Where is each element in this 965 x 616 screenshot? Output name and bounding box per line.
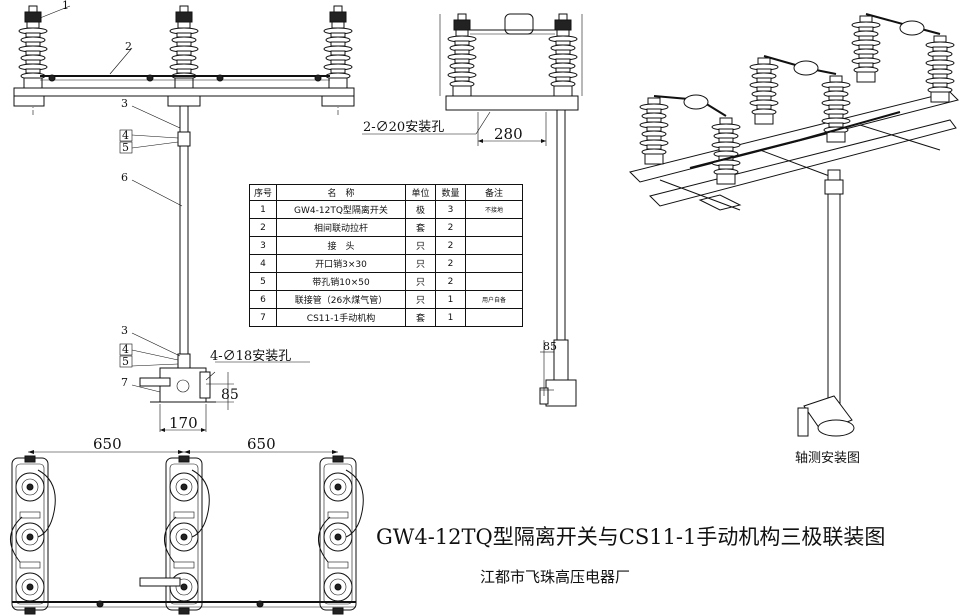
bom-cell-name: 接 头 [276,236,406,255]
dim-650-a: 650 [93,435,122,453]
bom-cell-note [465,272,523,291]
callout-4-top: 4 [122,129,129,142]
bom-cell-note [465,254,523,273]
table-row: 3 接 头 只 2 [249,236,523,255]
callout-4-bottom: 4 [122,343,129,356]
dim-85-side: 85 [543,340,557,353]
front-callouts: 1 2 3 4 5 6 3 4 5 7 [39,0,183,393]
callout-1: 1 [62,0,69,12]
bom-cell-unit: 极 [405,200,436,219]
bom-cell-qty: 2 [435,218,466,237]
table-row: 5 带孔销10×50 只 2 [249,272,523,291]
axonometric-view [629,13,959,437]
axonometric-label: 轴测安装图 [795,451,861,466]
bom-cell-unit: 套 [405,308,436,327]
plan-view: 650 650 [9,435,364,615]
bom-header-name: 名 称 [276,184,406,201]
bom-cell-qty: 1 [435,308,466,327]
dim-170: 170 [169,414,198,432]
table-row: 6 联接管（26水煤气管） 只 1 用户自备 [249,290,523,309]
bom-cell-no: 2 [249,218,277,237]
plan-pole-1 [9,455,56,615]
bom-cell-qty: 1 [435,290,466,309]
bom-cell-name: CS11-1手动机构 [276,308,406,327]
bom-header-row: 序号 名 称 单位 数量 备注 [249,184,523,201]
bom-header-no: 序号 [249,184,277,201]
bom-cell-name: GW4-12TQ型隔离开关 [276,200,406,219]
bom-cell-note [465,236,523,255]
bom-header-unit: 单位 [405,184,436,201]
callout-6: 6 [121,171,128,184]
bom-cell-unit: 只 [405,272,436,291]
table-row: 7 CS11-1手动机构 套 1 [249,308,523,327]
callout-2: 2 [125,40,132,53]
table-row: 1 GW4-12TQ型隔离开关 极 3 不接地 [249,200,523,219]
bom-cell-unit: 只 [405,254,436,273]
plan-pole-3 [317,455,364,615]
bom-cell-name: 带孔销10×50 [276,272,406,291]
dim-85-base: 85 [221,387,239,403]
bom-cell-no: 6 [249,290,277,309]
bom-cell-no: 3 [249,236,277,255]
bom-cell-unit: 只 [405,290,436,309]
callout-5-bottom: 5 [122,355,129,368]
hole-base-label: 4-∅18安装孔 [210,349,291,364]
callout-3-bottom: 3 [121,324,128,337]
side-view: 280 2-∅20安装孔 85 [362,13,583,407]
drawing-title: GW4-12TQ型隔离开关与CS11-1手动机构三极联装图 [376,525,886,549]
bom-table: 序号 名 称 单位 数量 备注 1 GW4-12TQ型隔离开关 极 3 不接地 … [249,184,523,327]
bom-cell-unit: 套 [405,218,436,237]
table-row: 2 相间联动拉杆 套 2 [249,218,523,237]
callout-3-top: 3 [121,97,128,110]
bom-header-note: 备注 [465,184,523,201]
callout-5-top: 5 [122,141,129,154]
bom-cell-no: 5 [249,272,277,291]
bom-cell-name: 开口销3×30 [276,254,406,273]
bom-cell-note: 用户自备 [465,290,523,309]
bom-cell-qty: 3 [435,200,466,219]
hole-top-label: 2-∅20安装孔 [363,120,444,135]
bom-cell-note [465,308,523,327]
bom-cell-name: 联接管（26水煤气管） [276,290,406,309]
front-view: 1 2 3 4 5 6 3 4 5 7 170 85 4-∅18安装孔 [13,0,355,432]
bom-cell-unit: 只 [405,236,436,255]
bom-cell-name: 相间联动拉杆 [276,218,406,237]
bom-cell-qty: 2 [435,254,466,273]
bom-cell-no: 1 [249,200,277,219]
dim-650-b: 650 [247,435,276,453]
bom-cell-no: 7 [249,308,277,327]
bom-cell-no: 4 [249,254,277,273]
bom-cell-qty: 2 [435,236,466,255]
bom-cell-note [465,218,523,237]
bom-cell-note: 不接地 [465,200,523,219]
callout-7: 7 [121,376,128,389]
manufacturer-name: 江都市飞珠高压电器厂 [480,568,631,586]
dim-280: 280 [494,125,523,143]
table-row: 4 开口销3×30 只 2 [249,254,523,273]
bom-cell-qty: 2 [435,272,466,291]
plan-pole-2 [163,455,210,615]
bom-header-qty: 数量 [435,184,466,201]
